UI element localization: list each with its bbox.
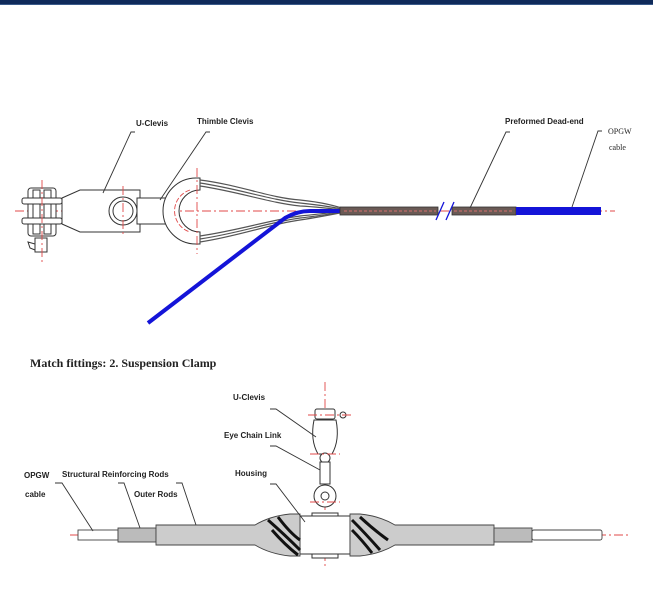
leader-opgw-cable-2 [55, 482, 94, 532]
label-structural-rods: Structural Reinforcing Rods [62, 470, 169, 479]
label-opgw-line1: OPGW [608, 127, 632, 136]
leader-thimble-clevis [159, 131, 210, 201]
label-u-clevis-2: U-Clevis [233, 393, 266, 402]
dead-end-assembly: U-Clevis Thimble Clevis Preformed Dead-e… [15, 117, 632, 325]
label-opgw-line2-2: cable [25, 490, 46, 499]
leader-u-clevis-2 [270, 408, 317, 438]
label-u-clevis: U-Clevis [136, 119, 169, 128]
opgw-cable-incoming [146, 209, 345, 325]
label-preformed-dead-end: Preformed Dead-end [505, 117, 584, 126]
label-eye-chain-link: Eye Chain Link [224, 431, 282, 440]
header-bar [0, 0, 653, 5]
suspension-rods-left [77, 513, 302, 557]
u-clevis-eye-link-part [312, 408, 347, 485]
dead-end-wrap [339, 201, 517, 221]
label-outer-rods: Outer Rods [134, 490, 178, 499]
suspension-clamp-assembly: U-Clevis Eye Chain Link Housing OPGW cab… [24, 382, 630, 568]
leader-housing [270, 483, 306, 523]
opgw-cable-outgoing [516, 207, 601, 215]
label-opgw-line2: cable [609, 143, 626, 152]
leader-outer-rods [176, 482, 197, 526]
thimble-clevis-part [136, 177, 201, 245]
u-clevis-part [21, 187, 141, 253]
label-housing: Housing [235, 469, 267, 478]
suspension-rods-right [349, 513, 603, 557]
leader-preformed-dead-end [469, 131, 510, 209]
preformed-rods [199, 179, 351, 243]
section-title: Match fittings: 2. Suspension Clamp [30, 356, 217, 370]
label-thimble-clevis: Thimble Clevis [197, 117, 254, 126]
leader-structural-rods [118, 482, 141, 529]
leader-opgw-cable [571, 130, 602, 208]
leader-u-clevis [102, 131, 135, 194]
label-opgw-line1-2: OPGW [24, 471, 50, 480]
housing-part [299, 484, 351, 559]
leader-eye-chain-link [270, 445, 321, 471]
